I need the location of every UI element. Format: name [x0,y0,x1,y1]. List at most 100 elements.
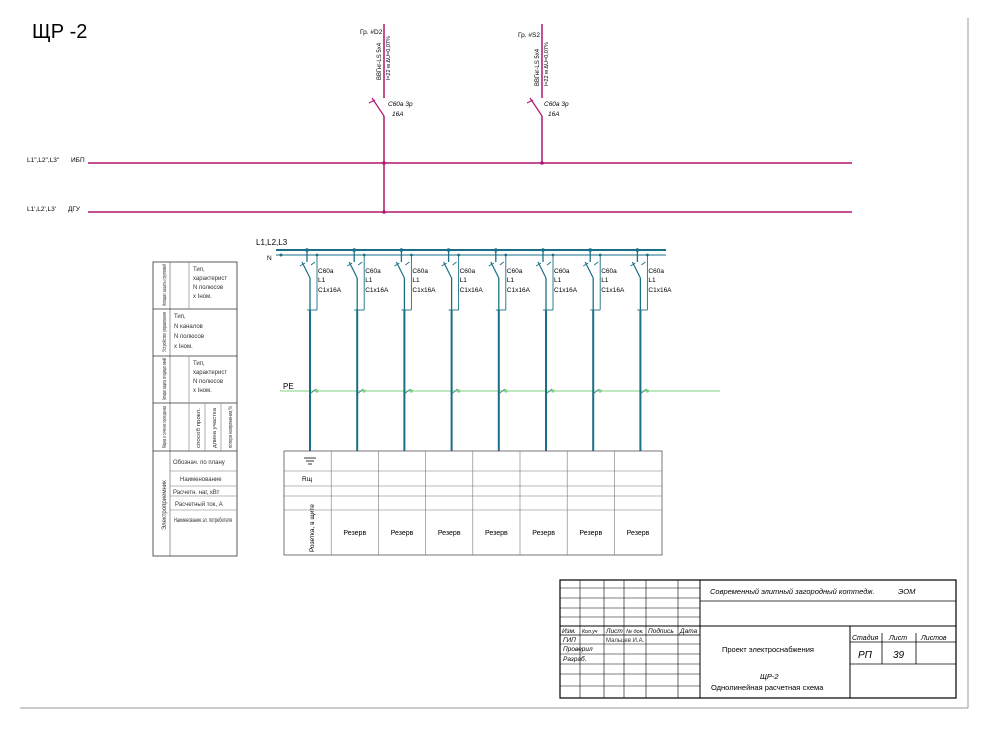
breaker-phase-label: L1 [648,277,656,284]
consumer-name: Резерв [532,530,555,537]
breaker-type-label: C60a [507,268,523,275]
legend-desc-1-4: х Iном. [193,294,212,300]
stamp-header-kol: Кол.уч [582,629,598,635]
legend-desc-3-2: характерист [193,370,227,376]
breaker-phase-label: L1 [601,277,609,284]
consumer-name: Резерв [343,530,366,537]
breaker-type-label: C60a [365,268,381,275]
stamp-person-gip: Мальцев И.А. [606,638,645,644]
feeder-d2: Гр. #D2 ВВГнг-LS 5х4 l=22 м ΔU=0,07% C60… [360,24,413,214]
feeder-s2-breaker: C60a 3p [544,101,569,108]
breaker-rating-label: C1x16A [412,287,436,294]
ups-bus-phases: L1",L2",L3" [27,157,60,164]
stamp-sheet: 39 [893,650,905,661]
legend-desc-2-2: N каналов [174,324,203,330]
stamp-header-date: Дата [679,628,698,635]
breaker-type-label: C60a [412,268,428,275]
legend-desc-4-1: способ прокл. [196,407,202,448]
breaker-type-label: C60a [318,268,334,275]
breaker-phase-label: L1 [554,277,562,284]
legend-row-consumer: Наименование эл. потребителя [174,518,232,524]
consumer-first-power: Rщ [302,476,313,483]
stamp-role-dev: Разраб. [563,655,587,663]
circuit-breaker-symbol [537,261,547,279]
circuit-breaker-symbol [301,261,311,279]
legend-desc-3-4: х Iном. [193,388,212,394]
title-block: Современный элитный загородный коттедж. … [559,579,957,699]
breaker-phase-label: L1 [507,277,515,284]
stamp-sheets-label: Листов [920,635,947,642]
stamp-role-check: Проверил [563,646,593,653]
breaker-phase-label: L1 [318,277,326,284]
stamp-stage: РП [858,650,873,661]
legend-table: Аппарат защиты групповой Устройство упра… [152,261,238,557]
stamp-drawing-title: Однолинейная расчетная схема [711,683,824,692]
feeder-s2: Гр. #S2 ВВГнг-LS 5х4 l=22 м ΔU=0,07% C60… [518,24,569,165]
circuit-breaker-symbol [584,261,594,279]
dgu-bus-phases: L1',L2',L3' [27,206,56,213]
legend-row-plan: Обознач. по плану [173,460,225,466]
panel-title: ЩР -2 [32,21,87,43]
legend-group-1: Аппарат защиты групповой [161,264,168,306]
consumer-name: Резерв [627,530,650,537]
breaker-rating-label: C1x16A [507,287,531,294]
breaker-rating-label: C1x16A [365,287,389,294]
legend-consumer-group: Электроприемник [162,480,168,530]
circuit-breaker-symbol [443,261,453,279]
legend-desc-3-1: Тип, [193,361,205,367]
legend-desc-2-4: х Iном. [174,344,193,350]
legend-row-name: Наименование [180,477,222,483]
breaker-type-label: C60a [460,268,476,275]
legend-group-3: Аппарат защиты отходящих линий [161,358,168,400]
consumer-first-name: Розетка, в щите [309,504,316,552]
stamp-header-izm: Изм. [562,628,576,635]
feeder-d2-breaker-rating: 16A [392,111,404,118]
panel-bus-label: L1,L2,L3 [256,238,288,247]
outgoing-circuits: C60aL1C1x16AC60aL1C1x16AC60aL1C1x16AC60a… [299,248,672,451]
feeder-d2-cable-length: l=22 м ΔU=0,07% [386,36,392,80]
breaker-rating-label: C1x16A [554,287,578,294]
breaker-type-label: C60a [601,268,617,275]
legend-desc-2-1: Тип, [174,314,186,320]
feeder-d2-group: Гр. #D2 [360,29,383,36]
stamp-section: Проект электроснабжения [722,645,814,654]
stamp-header-list: Лист [605,628,623,635]
legend-group-4: Марка и сечение проводника [162,406,168,448]
stamp-project: Современный элитный загородный коттедж. [710,587,875,596]
legend-desc-1-2: характерист [193,276,227,282]
breaker-phase-label: L1 [412,277,420,284]
stamp-role-gip: ГИП [563,637,576,644]
feeder-s2-breaker-rating: 16A [548,111,560,118]
circuit-breaker-symbol [631,261,641,279]
legend-desc-4-2: длина участка [212,407,218,448]
breaker-rating-label: C1x16A [648,287,672,294]
feeder-s2-group: Гр. #S2 [518,32,540,39]
breaker-phase-label: L1 [365,277,373,284]
breaker-rating-label: C1x16A [460,287,484,294]
stamp-code: ЭОМ [898,587,916,596]
stamp-header-sign: Подпись [648,627,674,635]
dgu-bus-name: ДГУ [68,206,81,213]
pe-label: PE [283,382,294,391]
breaker-rating-label: C1x16A [318,287,342,294]
legend-desc-1-1: Тип, [193,267,205,273]
stamp-sheet-label: Лист [888,635,907,642]
panel-neutral-label: N [267,255,272,262]
legend-row-load: Расчетн. наг, кВт [173,490,220,496]
stamp-stage-label: Стадия [852,634,878,642]
circuit-breaker-symbol [490,261,500,279]
legend-desc-1-3: N полюсов [193,285,223,291]
ground-icon [304,457,316,465]
breaker-type-label: C60a [648,268,664,275]
legend-desc-2-3: N полюсов [174,334,204,340]
stamp-drawing-name: ЩР-2 [760,672,779,681]
breaker-type-label: C60a [554,268,570,275]
